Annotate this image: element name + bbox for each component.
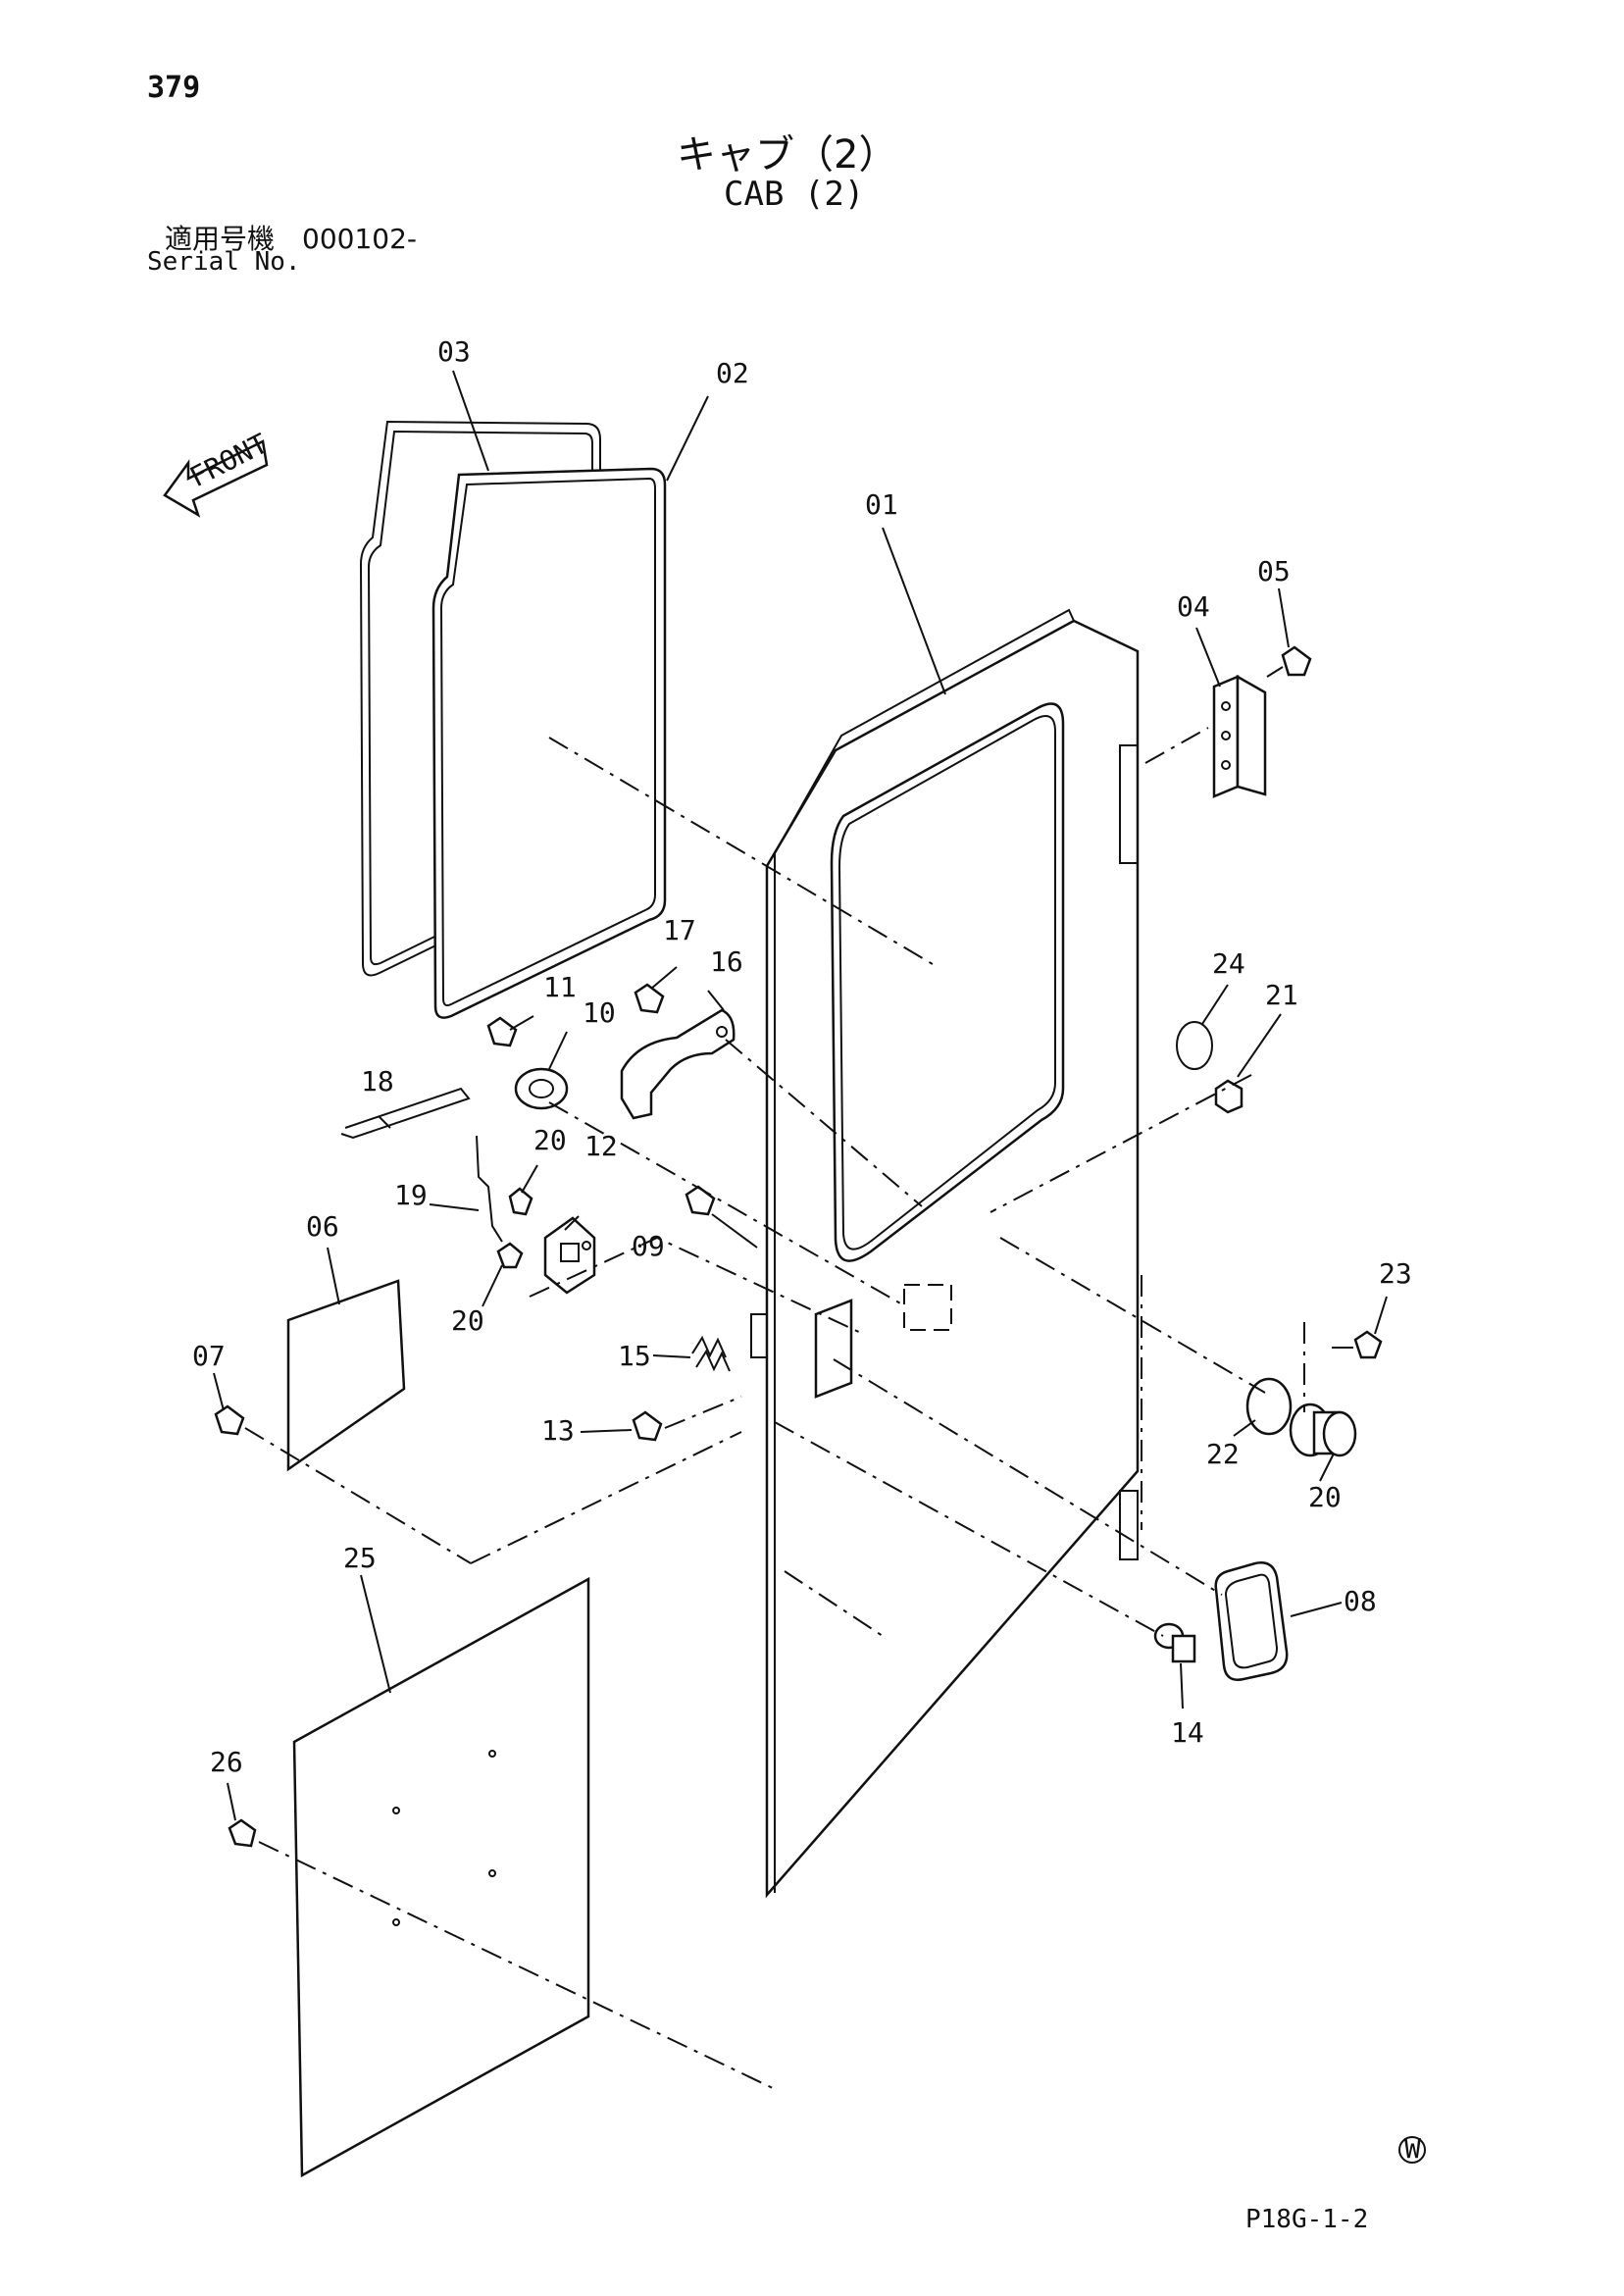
spring-part [691,1335,731,1372]
part-label-13: 13 [541,1414,575,1447]
serial-label-jp: 適用号機 000102- [165,223,417,255]
rod-short-part [476,1135,503,1243]
latch-part [543,1216,596,1295]
hinge-part [1212,674,1267,798]
clip-part-a [508,1187,533,1216]
handle-screw-part [634,983,665,1014]
window-glass-part [431,467,667,1019]
front-arrow-icon: FRONT [163,428,273,518]
part-label-01: 01 [865,488,898,521]
w-mark-icon: W [1398,2132,1426,2165]
o-ring-part [1176,1021,1213,1070]
part-label-18: 18 [361,1065,394,1097]
page-number: 379 [147,71,201,105]
part-label-22: 21 [1265,979,1298,1011]
part-label-17: 17 [663,914,696,946]
cover-screw-part [214,1404,245,1436]
rod-part [340,1087,471,1140]
part-label-10: 10 [583,996,616,1029]
part-label-21: 20 [1308,1481,1342,1513]
part-label-15: 15 [618,1340,651,1372]
page-title-en: CAB (2) [724,175,865,214]
nut-part [1214,1079,1243,1114]
part-label-26: 25 [343,1542,377,1574]
outer-handle-part [620,1008,736,1120]
clip-part-b [496,1242,524,1269]
lock-screw-part [486,1016,518,1047]
svg-text:W: W [1404,2132,1421,2165]
latch-screw-part [1353,1330,1383,1359]
inner-handle-part [1214,1561,1289,1681]
part-label-25: 24 [1212,947,1245,980]
part-label-02: 02 [716,357,749,389]
part-label-16: 16 [710,945,743,978]
screw-part-13 [632,1410,663,1442]
part-label-05: 05 [1257,555,1291,587]
part-label-08: 08 [1344,1585,1377,1617]
cover-plate-part [286,1279,406,1472]
part-label-14: 14 [1171,1716,1204,1749]
part-label-11: 11 [543,971,577,1003]
part-label-20a: 20 [533,1124,567,1156]
part-label-04: 04 [1177,590,1210,623]
part-label-03: 03 [437,335,471,368]
part-label-24: 23 [1379,1257,1412,1290]
page-title-jp: キャブ（2） [677,132,898,178]
part-label-20b: 20 [451,1304,484,1337]
door-knob-part [1289,1403,1357,1457]
key-plate-part [1245,1377,1293,1436]
part-label-09: 09 [632,1230,665,1262]
striker-part [1153,1622,1196,1663]
part-label-06: 06 [306,1210,339,1243]
lower-panel-part [292,1576,590,2178]
serial-label-en: Serial No. [147,247,301,277]
lock-part [514,1067,569,1110]
panel-clip-part [228,1818,257,1848]
part-label-27: 26 [210,1746,243,1778]
part-label-23: 22 [1206,1438,1240,1470]
hinge-screw-part [1266,645,1312,678]
cab-door-part [750,608,1140,1899]
part-label-19: 19 [394,1179,428,1211]
screw-part-09 [685,1185,716,1216]
part-label-12: 12 [584,1130,618,1162]
document-code: P18G-1-2 [1245,2205,1369,2234]
part-label-07: 07 [192,1340,226,1372]
